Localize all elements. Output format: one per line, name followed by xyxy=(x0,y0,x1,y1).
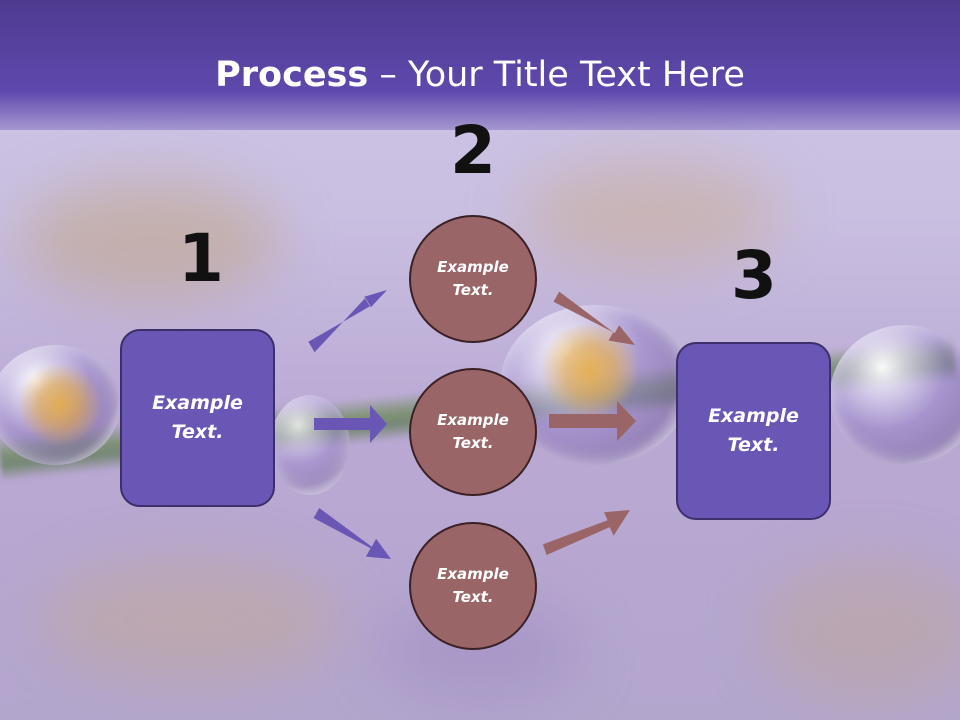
arrow-to-circle-1 xyxy=(308,290,387,353)
circle-bottom-label: Example Text. xyxy=(437,565,509,606)
circle-middle-label: Example Text. xyxy=(437,411,509,452)
step-1-box: Example Text. xyxy=(120,329,275,507)
arrow-from-circle-2 xyxy=(549,401,636,441)
arrow-from-circle-3 xyxy=(542,510,630,555)
arrow-to-circle-3 xyxy=(313,508,391,559)
step-number-3: 3 xyxy=(731,237,777,314)
droplet-right xyxy=(830,325,960,465)
arrow-from-circle-1 xyxy=(553,291,635,345)
title-band xyxy=(0,0,960,130)
step-2-circle-middle: Example Text. xyxy=(409,368,537,496)
step-2-circle-top: Example Text. xyxy=(409,215,537,343)
step-3-box: Example Text. xyxy=(676,342,831,520)
step-3-label: Example Text. xyxy=(708,405,799,456)
title-bold: Process xyxy=(215,55,369,95)
title-rest: – Your Title Text Here xyxy=(368,55,745,95)
step-1-label: Example Text. xyxy=(152,392,243,443)
step-number-2: 2 xyxy=(450,112,496,189)
step-number-1: 1 xyxy=(178,220,224,297)
circle-top-label: Example Text. xyxy=(437,258,509,299)
droplet-small xyxy=(270,395,350,495)
arrow-to-circle-2 xyxy=(314,405,387,443)
step-2-circle-bottom: Example Text. xyxy=(409,522,537,650)
flower-reflection-left xyxy=(15,365,105,445)
page-title: Process – Your Title Text Here xyxy=(0,50,960,100)
